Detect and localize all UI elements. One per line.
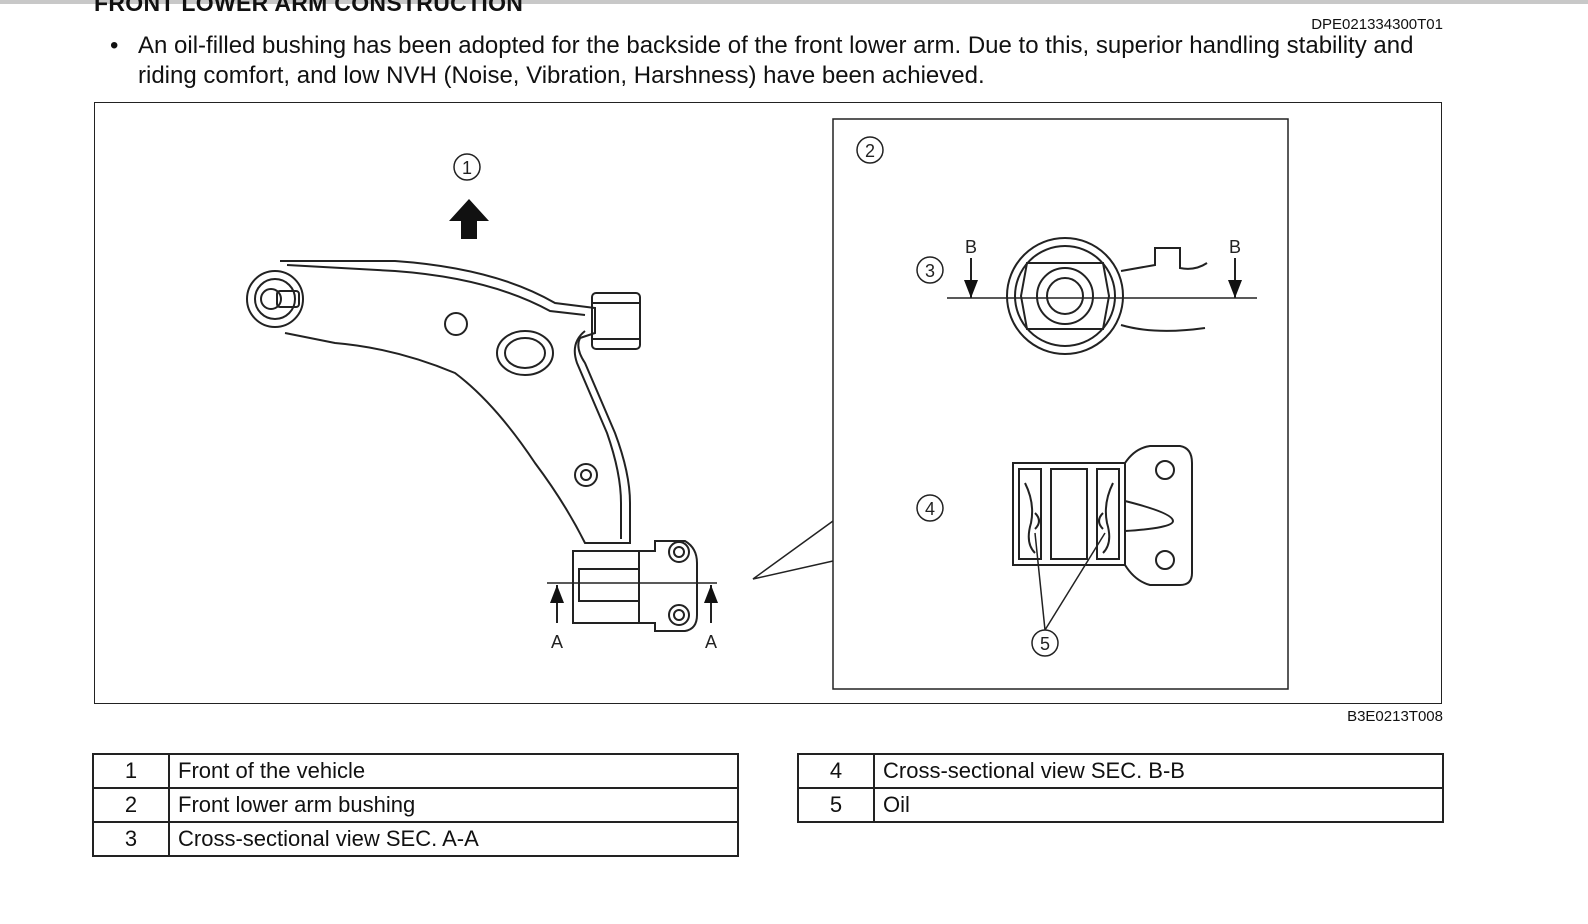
- table-row: 1 Front of the vehicle: [92, 753, 739, 789]
- legend-number: 1: [92, 753, 170, 789]
- section-bb-view: [1012, 445, 1193, 586]
- legend-number: 4: [797, 753, 875, 789]
- section-aa-view: [947, 237, 1257, 355]
- svg-text:4: 4: [925, 499, 935, 519]
- table-row: 2 Front lower arm bushing: [92, 787, 739, 823]
- lower-arm-figure: 1: [94, 102, 1442, 704]
- bullet-icon: •: [110, 32, 119, 59]
- legend-table-left: 1 Front of the vehicle 2 Front lower arm…: [92, 753, 739, 857]
- front-arrow-icon: [449, 199, 489, 239]
- legend-label: Cross-sectional view SEC. A-A: [168, 821, 739, 857]
- legend-number: 2: [92, 787, 170, 823]
- section-a-right-marker: A: [704, 585, 718, 652]
- svg-text:A: A: [705, 632, 717, 652]
- table-row: 5 Oil: [797, 787, 1444, 823]
- section-a-left-marker: A: [550, 585, 564, 652]
- section-b-left-marker: B: [964, 237, 978, 298]
- legend-label: Front lower arm bushing: [168, 787, 739, 823]
- figure-code: B3E0213T008: [1347, 708, 1443, 725]
- detail-box: [832, 118, 1289, 690]
- description-text: An oil-filled bushing has been adopted f…: [138, 32, 1414, 89]
- legend-number: 5: [797, 787, 875, 823]
- document-code: DPE021334300T01: [1311, 16, 1443, 33]
- svg-text:B: B: [965, 237, 977, 257]
- callout-4: 4: [916, 494, 944, 522]
- section-title: FRONT LOWER ARM CONSTRUCTION: [94, 0, 524, 16]
- svg-text:A: A: [551, 632, 563, 652]
- callout-3: 3: [916, 256, 944, 284]
- svg-text:2: 2: [865, 141, 875, 161]
- page-top-border: [0, 0, 1588, 4]
- lower-arm-drawing: [246, 260, 717, 632]
- legend-label: Oil: [873, 787, 1444, 823]
- legend-table-right: 4 Cross-sectional view SEC. B-B 5 Oil: [797, 753, 1444, 823]
- callout-1: 1: [453, 153, 481, 181]
- svg-text:3: 3: [925, 261, 935, 281]
- table-row: 3 Cross-sectional view SEC. A-A: [92, 821, 739, 857]
- callout-5: 5: [1031, 532, 1106, 657]
- lower-arm-illustration: 1: [246, 118, 1289, 690]
- description-bullet: • An oil-filled bushing has been adopted…: [110, 31, 1430, 91]
- legend-number: 3: [92, 821, 170, 857]
- detail-pointer: [752, 520, 834, 580]
- svg-text:1: 1: [462, 158, 472, 178]
- svg-text:5: 5: [1040, 634, 1050, 654]
- svg-text:B: B: [1229, 237, 1241, 257]
- table-row: 4 Cross-sectional view SEC. B-B: [797, 753, 1444, 789]
- legend-label: Front of the vehicle: [168, 753, 739, 789]
- section-b-right-marker: B: [1228, 237, 1242, 298]
- callout-2: 2: [856, 136, 884, 164]
- legend-label: Cross-sectional view SEC. B-B: [873, 753, 1444, 789]
